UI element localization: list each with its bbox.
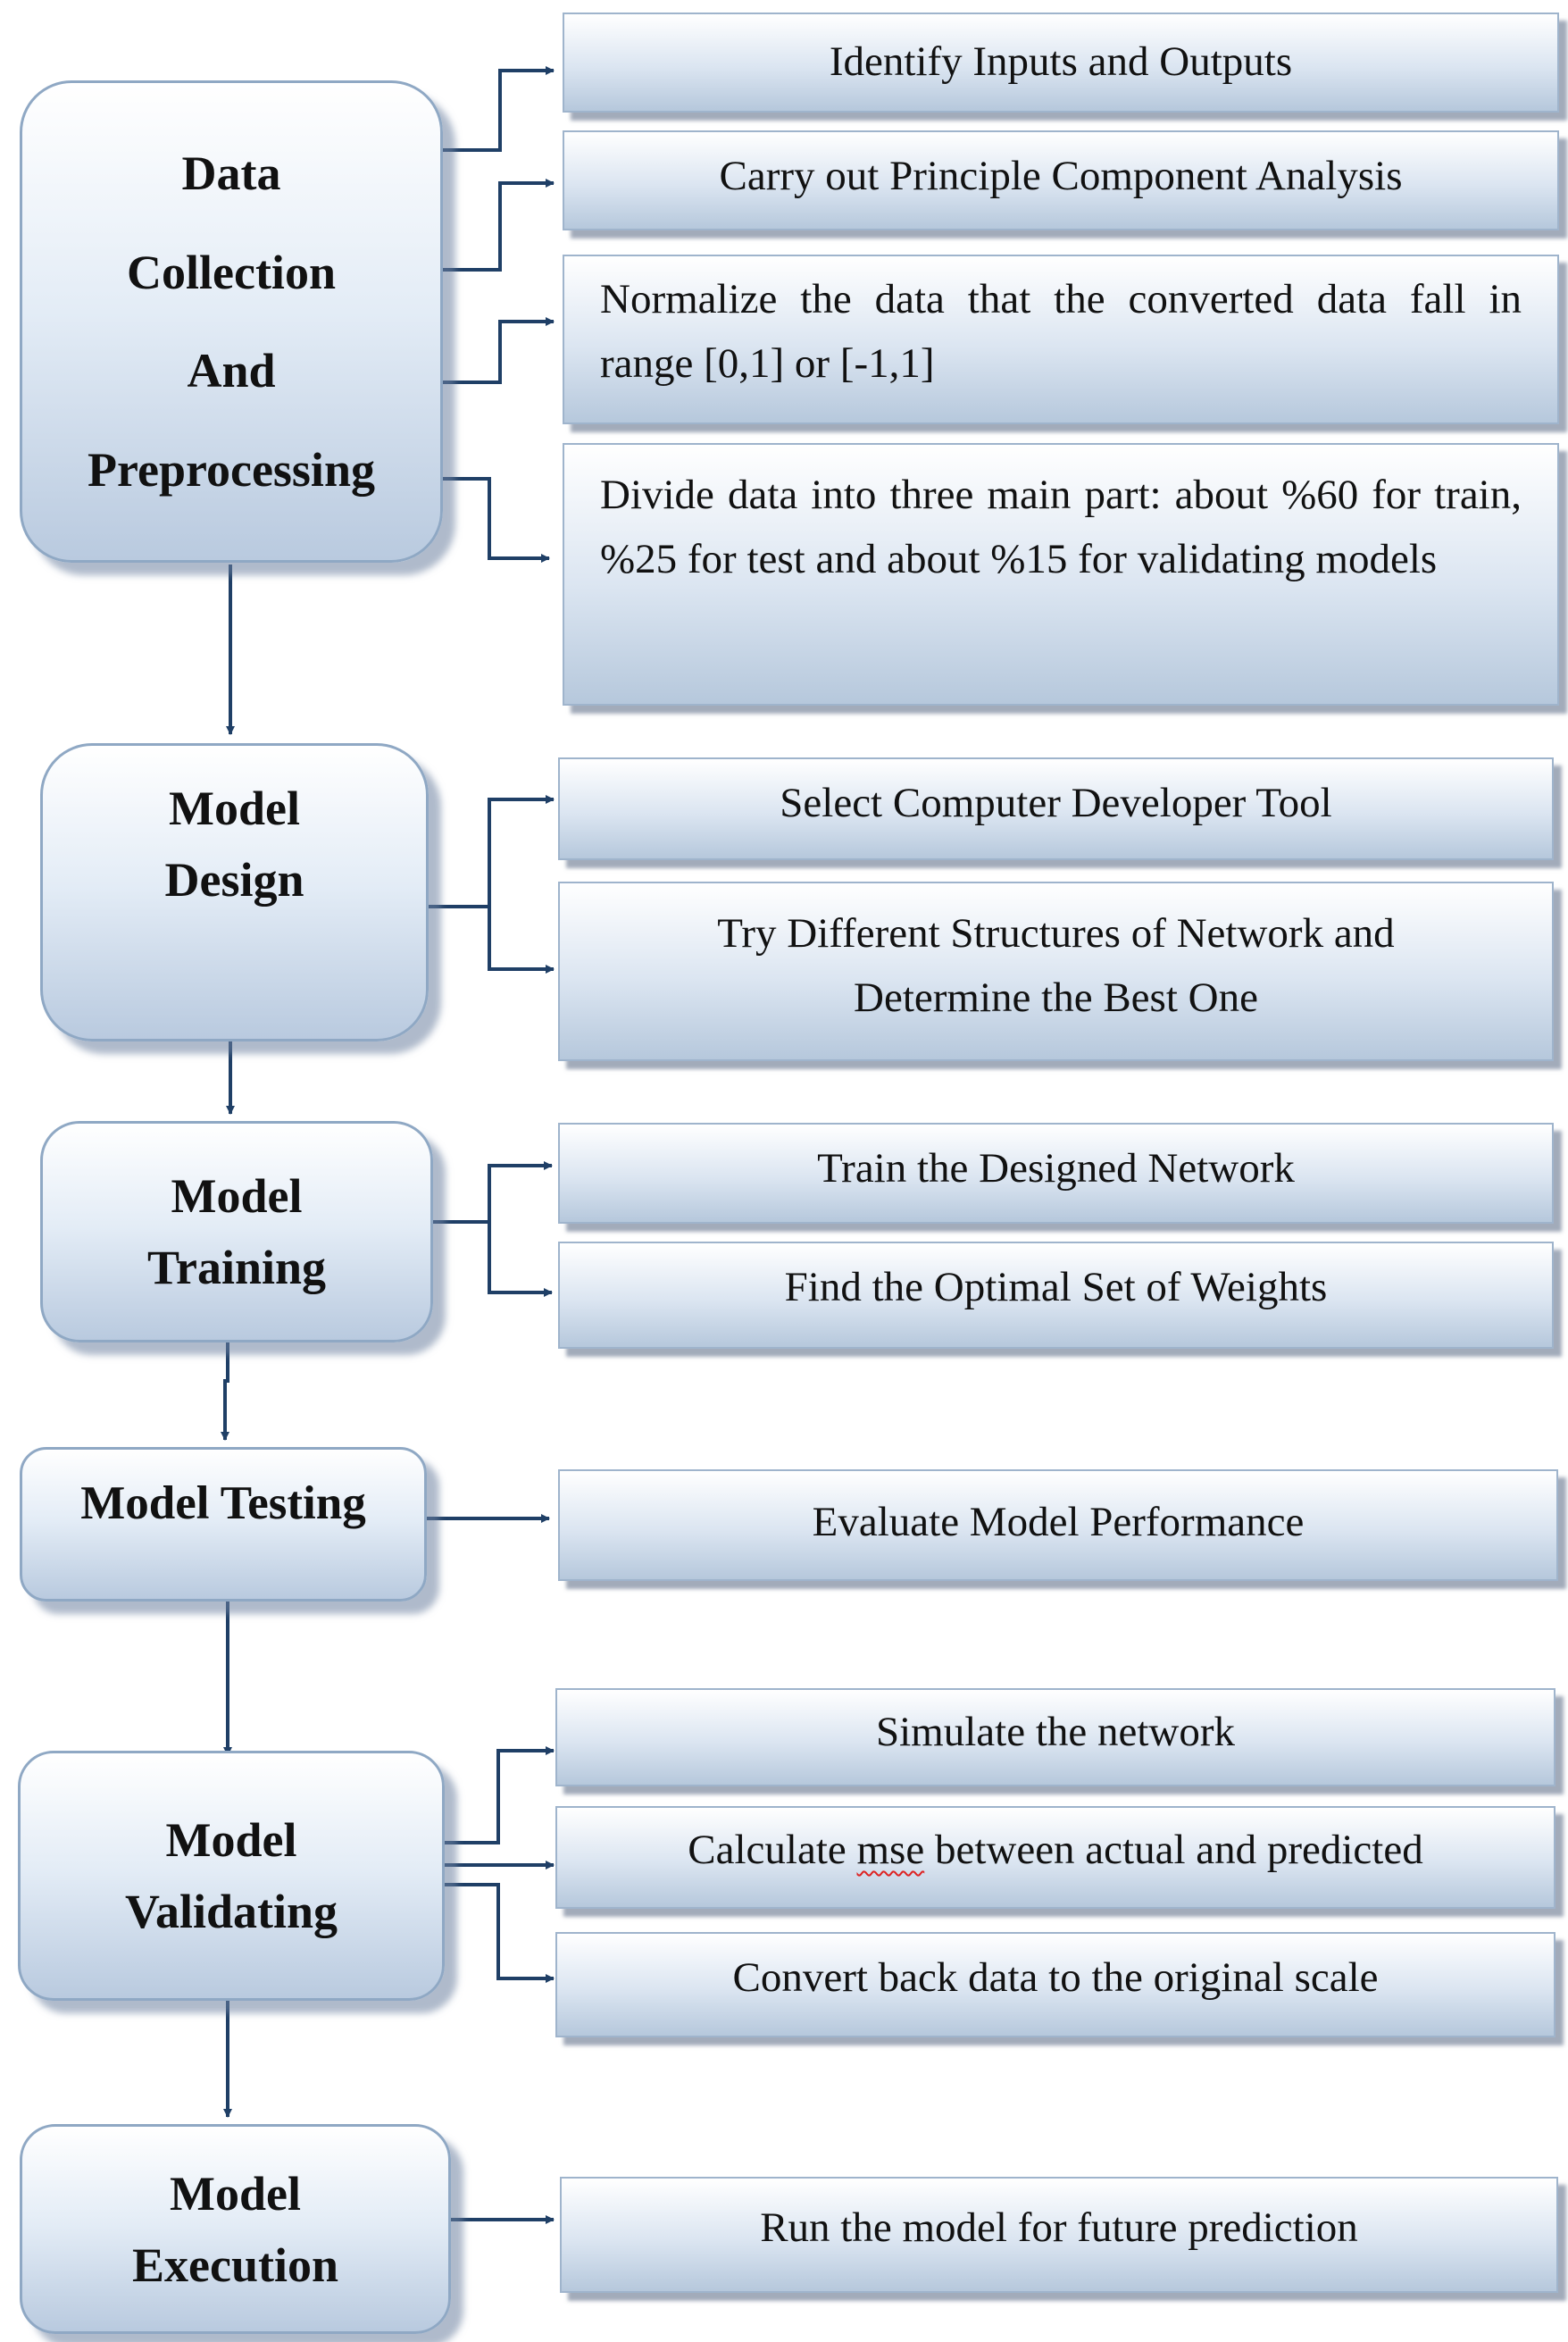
connector-design-to-select: [427, 795, 555, 908]
connector-validating-to-simulate: [445, 1746, 555, 1844]
step-select-developer-tool: Select Computer Developer Tool: [558, 757, 1554, 860]
connector-training-to-train: [433, 1161, 553, 1224]
stage-label-line: Data: [181, 146, 281, 200]
step-text: Calculate mse between actual and predict…: [593, 1817, 1518, 1883]
step-text: Run the model for future prediction: [760, 2204, 1358, 2251]
stage-label-line: And: [187, 344, 276, 398]
stage-model-testing: Model Testing: [20, 1447, 427, 1602]
step-text-after: between actual and predicted: [924, 1827, 1423, 1873]
step-convert-back-scale: Convert back data to the original scale: [555, 1932, 1555, 2037]
step-normalize-data: Normalize the data that the converted da…: [563, 255, 1559, 424]
stage-model-training: Model Training: [40, 1121, 433, 1342]
connector-data-to-normalize: [442, 317, 555, 384]
stage-label-line: Model: [170, 2166, 301, 2221]
stage-model-validating: Model Validating: [18, 1751, 445, 2001]
stage-model-design: Model Design: [40, 743, 429, 1041]
step-text-before: Calculate: [688, 1827, 857, 1873]
step-evaluate-performance: Evaluate Model Performance: [558, 1469, 1558, 1581]
stage-data-collection: Data Collection And Preprocessing: [20, 80, 443, 563]
stage-label-line: Model Testing: [80, 1477, 366, 1529]
connector-design-to-try: [488, 907, 555, 974]
step-text: Find the Optimal Set of Weights: [784, 1264, 1328, 1310]
step-text: Identify Inputs and Outputs: [829, 38, 1293, 85]
step-text: Evaluate Model Performance: [812, 1499, 1305, 1545]
connector-data-to-divide: [433, 477, 550, 563]
stage-label-line: Training: [146, 1241, 327, 1294]
step-principal-component-analysis: Carry out Principle Component Analysis: [563, 130, 1559, 230]
step-text: Try Different Structures of Network and …: [717, 910, 1395, 1021]
step-divide-data: Divide data into three main part: about …: [563, 443, 1559, 706]
stage-label-line: Preprocessing: [88, 443, 375, 498]
connector-data-to-identify: [442, 66, 555, 152]
connector-training-to-find: [488, 1222, 553, 1297]
step-text: Convert back data to the original scale: [732, 1954, 1379, 2001]
stage-label-line: Validating: [124, 1885, 338, 1938]
connector-data-to-pca: [442, 179, 555, 272]
step-try-structures: Try Different Structures of Network and …: [558, 882, 1554, 1061]
step-text: Carry out Principle Component Analysis: [719, 153, 1403, 199]
step-calculate-mse: Calculate mse between actual and predict…: [555, 1806, 1555, 1909]
step-text: Divide data into three main part: about …: [600, 472, 1522, 582]
step-simulate-network: Simulate the network: [555, 1688, 1555, 1786]
step-find-optimal-weights: Find the Optimal Set of Weights: [558, 1242, 1554, 1349]
step-identify-inputs-outputs: Identify Inputs and Outputs: [563, 13, 1559, 113]
stage-model-execution: Model Execution: [20, 2124, 451, 2334]
step-text: Normalize the data that the converted da…: [600, 276, 1522, 387]
step-text-marked: mse: [856, 1827, 925, 1873]
step-text: Train the Designed Network: [817, 1145, 1295, 1192]
flow-training-to-testing: [221, 1342, 229, 1441]
connector-validating-to-convert: [445, 1883, 555, 1983]
step-text: Simulate the network: [875, 1709, 1236, 1755]
stage-label-line: Model: [165, 1813, 297, 1867]
step-train-network: Train the Designed Network: [558, 1123, 1554, 1224]
stage-label-line: Design: [164, 853, 304, 907]
stage-label-line: Collection: [127, 245, 336, 299]
step-run-future-prediction: Run the model for future prediction: [560, 2177, 1558, 2293]
stage-label-line: Model: [169, 782, 300, 835]
step-text: Select Computer Developer Tool: [780, 780, 1332, 826]
stage-label-line: Model: [171, 1169, 303, 1223]
stage-label-line: Execution: [131, 2237, 338, 2292]
